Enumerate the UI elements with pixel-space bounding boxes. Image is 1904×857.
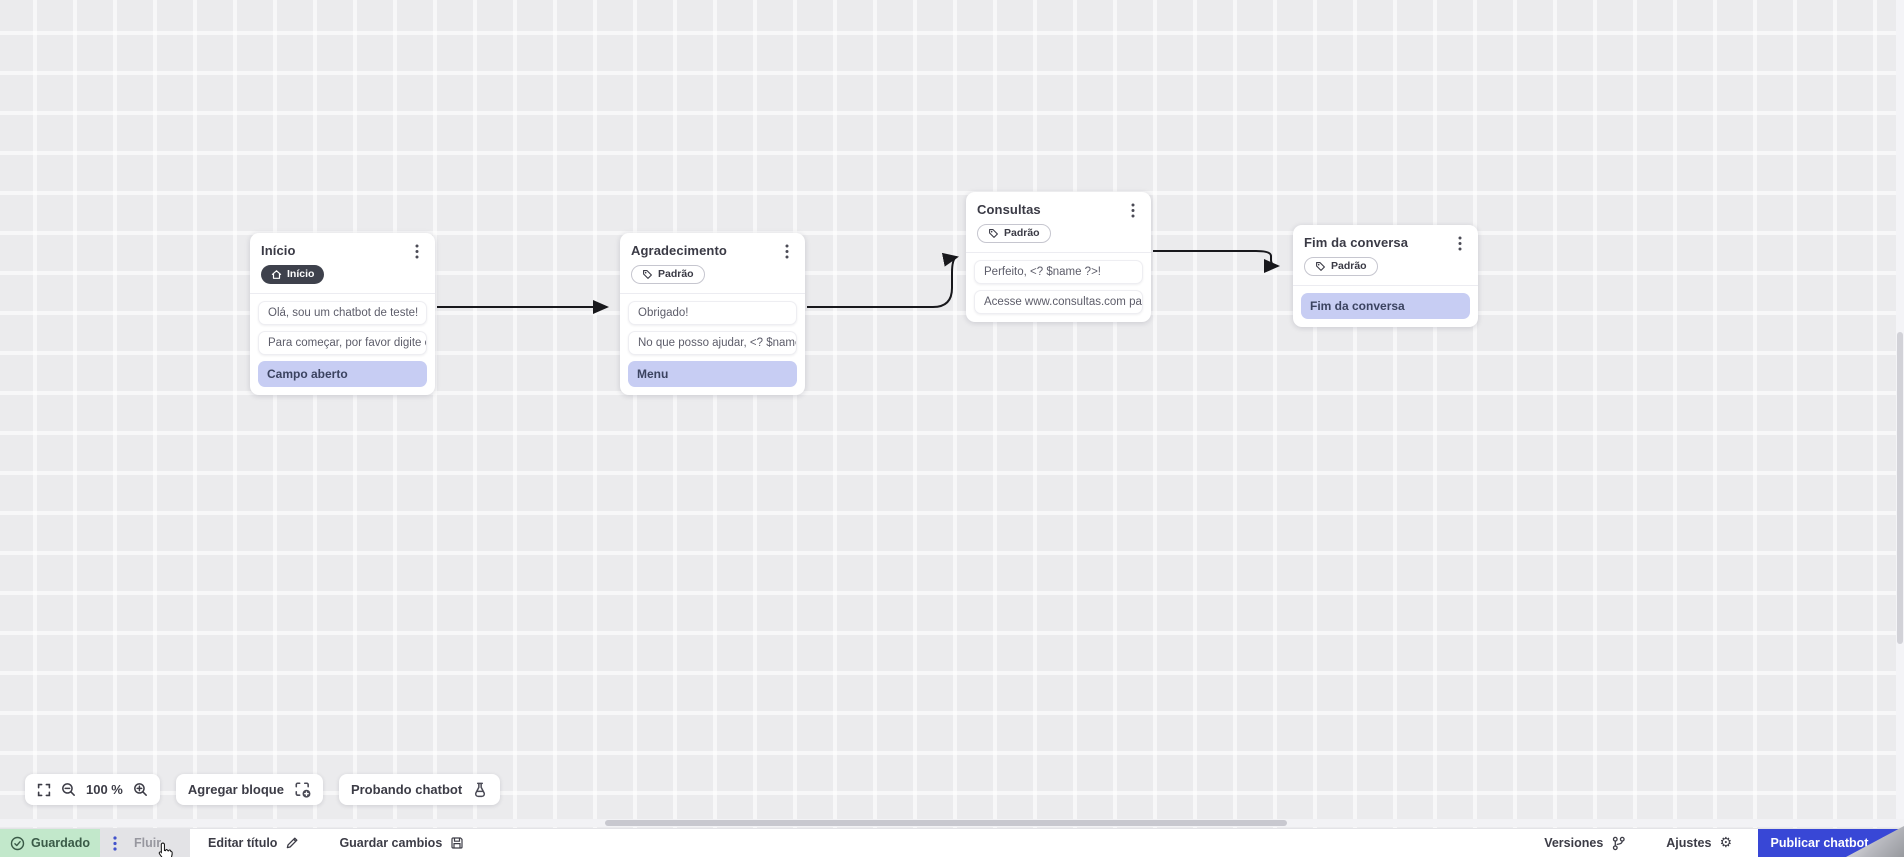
edit-title-button[interactable]: Editar título — [208, 829, 299, 857]
flow-node-agradecimento[interactable]: Agradecimento Padrão Obrigado! No que po… — [620, 233, 805, 395]
tab-fluir[interactable]: Fluir — [100, 829, 190, 857]
check-circle-icon — [10, 836, 25, 850]
node-title: Fim da conversa — [1304, 235, 1409, 250]
node-menu-icon[interactable] — [1125, 202, 1141, 218]
flow-node-consultas[interactable]: Consultas Padrão Perfeito, <? $name ?>! … — [966, 192, 1151, 322]
gear-icon: ⚙ — [1719, 835, 1732, 851]
flow-node-inicio[interactable]: Início Início Olá, sou um chatbot de tes… — [250, 233, 435, 395]
save-icon — [451, 837, 463, 849]
versions-button[interactable]: Versiones — [1544, 829, 1626, 857]
action-row-campo-aberto[interactable]: Campo aberto — [258, 360, 427, 387]
divider — [620, 292, 805, 294]
zoom-toolbar: 100 % — [25, 774, 160, 805]
save-status-badge: Guardado — [0, 829, 100, 857]
divider — [966, 251, 1151, 253]
tag-icon — [643, 269, 652, 279]
save-changes-button[interactable]: Guardar cambios — [339, 829, 464, 857]
connector-consultas-fim[interactable] — [1153, 250, 1280, 273]
add-block-button[interactable]: Agregar bloque — [175, 774, 323, 805]
node-type-badge: Padrão — [631, 265, 705, 284]
tag-icon — [1316, 261, 1325, 271]
node-title: Agradecimento — [631, 243, 727, 258]
zoom-level: 100 % — [86, 782, 123, 797]
fullscreen-icon[interactable] — [37, 783, 51, 797]
footer-bar: Guardado Fluir Editar título Guardar cam… — [0, 828, 1904, 857]
settings-button[interactable]: Ajustes ⚙ — [1666, 835, 1732, 851]
node-menu-icon[interactable] — [1452, 235, 1468, 251]
flow-canvas[interactable] — [0, 0, 1904, 828]
more-options-icon[interactable] — [113, 835, 117, 851]
home-icon — [271, 269, 282, 279]
branch-icon — [1613, 836, 1625, 850]
flow-node-fim-da-conversa[interactable]: Fim da conversa Padrão Fim da conversa — [1293, 225, 1478, 327]
node-title: Início — [261, 243, 296, 258]
action-row-menu[interactable]: Menu — [628, 360, 797, 387]
zoom-in-icon[interactable] — [133, 782, 148, 797]
vertical-scrollbar-thumb[interactable] — [1897, 332, 1903, 644]
message-card[interactable]: Para começar, por favor digite o ... — [258, 330, 427, 355]
divider — [1293, 284, 1478, 286]
message-card[interactable]: Perfeito, <? $name ?>! — [974, 259, 1143, 284]
node-type-badge: Início — [261, 265, 325, 284]
connector-agradecimento-consultas[interactable] — [807, 252, 959, 308]
message-card[interactable]: Obrigado! — [628, 300, 797, 325]
action-row-fim-da-conversa[interactable]: Fim da conversa — [1301, 292, 1470, 319]
tag-icon — [989, 228, 998, 238]
zoom-out-icon[interactable] — [61, 782, 76, 797]
message-card[interactable]: No que posso ajudar, <? $name ... — [628, 330, 797, 355]
node-menu-icon[interactable] — [779, 243, 795, 259]
mouse-cursor — [158, 842, 173, 857]
add-block-icon — [295, 782, 311, 798]
test-chatbot-button[interactable]: Probando chatbot — [338, 774, 501, 805]
horizontal-scrollbar[interactable] — [0, 819, 1904, 827]
node-type-badge: Padrão — [1304, 257, 1378, 276]
flask-icon — [475, 782, 486, 797]
vertical-scrollbar[interactable] — [1896, 0, 1904, 819]
footer-spacer — [464, 829, 1544, 857]
message-card[interactable]: Olá, sou um chatbot de teste! — [258, 300, 427, 325]
node-title: Consultas — [977, 202, 1041, 217]
divider — [250, 292, 435, 294]
pencil-icon — [287, 837, 298, 849]
node-menu-icon[interactable] — [409, 243, 425, 259]
node-type-badge: Padrão — [977, 224, 1051, 243]
message-card[interactable]: Acesse www.consultas.com par... — [974, 289, 1143, 314]
tab-fluir-label: Fluir — [134, 836, 162, 850]
horizontal-scrollbar-thumb[interactable] — [605, 820, 1287, 826]
